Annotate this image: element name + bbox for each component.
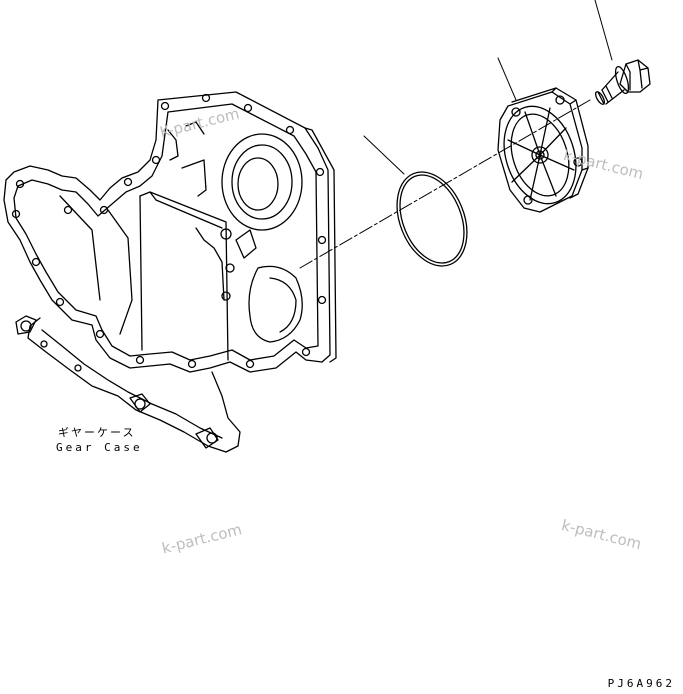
drawing-code: PJ6A962 xyxy=(607,677,675,690)
gear-case xyxy=(3,91,337,453)
leader-lines xyxy=(299,0,613,269)
cover-plate xyxy=(497,87,589,213)
gear-case-label-jp: ギヤーケース xyxy=(58,426,136,439)
o-ring xyxy=(396,171,468,267)
flange-bolt xyxy=(594,59,651,105)
gear-case-label-en: Gear Case xyxy=(56,441,143,454)
